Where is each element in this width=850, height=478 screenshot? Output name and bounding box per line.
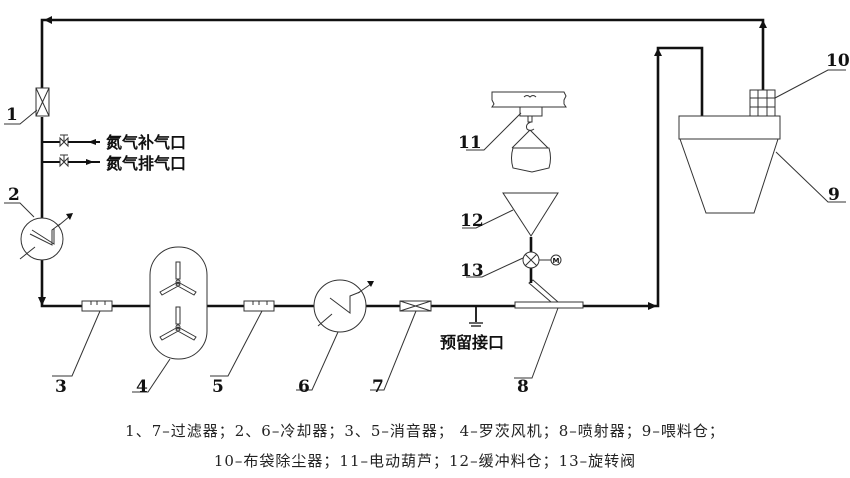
label-8: 8: [517, 377, 529, 397]
label-1: 1: [6, 105, 18, 125]
flow-arrow-up: [654, 48, 662, 56]
pipe-left-lower: [40, 260, 82, 308]
motor-symbol: M: [553, 257, 560, 265]
silencer-3: 3: [52, 300, 113, 397]
pipe-network: [38, 16, 767, 310]
return-pipe-top: [40, 18, 765, 88]
feed-bin-9: 9: [678, 115, 846, 214]
label-5: 5: [212, 377, 224, 397]
label-12: 12: [460, 211, 484, 231]
electric-hoist-11: 11: [458, 91, 567, 173]
buffer-hopper-12: 12: [460, 192, 559, 237]
label-10: 10: [826, 51, 850, 71]
reserved-port-label: 预留接口: [440, 333, 504, 352]
label-11: 11: [458, 133, 482, 153]
n2-supply-label: 氮气补气口: [106, 133, 186, 152]
roots-blower-4: 4: [132, 246, 208, 397]
legend-caption-line-2: 10–布袋除尘器；11–电动葫芦；12–缓冲料仓；13–旋转阀: [213, 452, 637, 470]
label-2: 2: [8, 185, 20, 205]
flow-arrow-up-right: [759, 20, 767, 28]
label-3: 3: [55, 377, 67, 397]
cooler-2: 2: [4, 185, 73, 261]
cooler-6: 6: [296, 279, 374, 397]
process-flow-diagram: 1 氮气补气口 氮气排气口 2 3: [4, 16, 850, 397]
label-7: 7: [372, 377, 384, 397]
pipe-8-to-9: [583, 46, 704, 308]
flow-arrow-top-left: [44, 16, 52, 24]
legend-caption-line-1: 1、7–过滤器；2、6–冷却器；3、5–消音器； 4–罗茨风机；8–喷射器；9–…: [125, 422, 725, 440]
label-6: 6: [298, 377, 310, 397]
n2-exhaust-line: 氮气排气口: [42, 154, 186, 173]
silencer-5: 5: [210, 300, 275, 397]
flow-arrow-down-left: [38, 297, 46, 306]
n2-supply-line: 氮气补气口: [42, 133, 186, 152]
label-13: 13: [460, 261, 484, 281]
label-9: 9: [828, 185, 840, 205]
bag-dust-collector-10: 10: [749, 51, 850, 117]
filter-7: 7: [370, 300, 432, 397]
filter-1: 1: [4, 87, 50, 125]
rotary-valve-13: M 13: [460, 237, 562, 283]
ejector-8: 8: [514, 279, 584, 397]
label-4: 4: [136, 377, 148, 397]
n2-exhaust-label: 氮气排气口: [106, 154, 186, 173]
flow-arrow-right: [648, 302, 657, 310]
reserved-port: 预留接口: [440, 306, 504, 352]
